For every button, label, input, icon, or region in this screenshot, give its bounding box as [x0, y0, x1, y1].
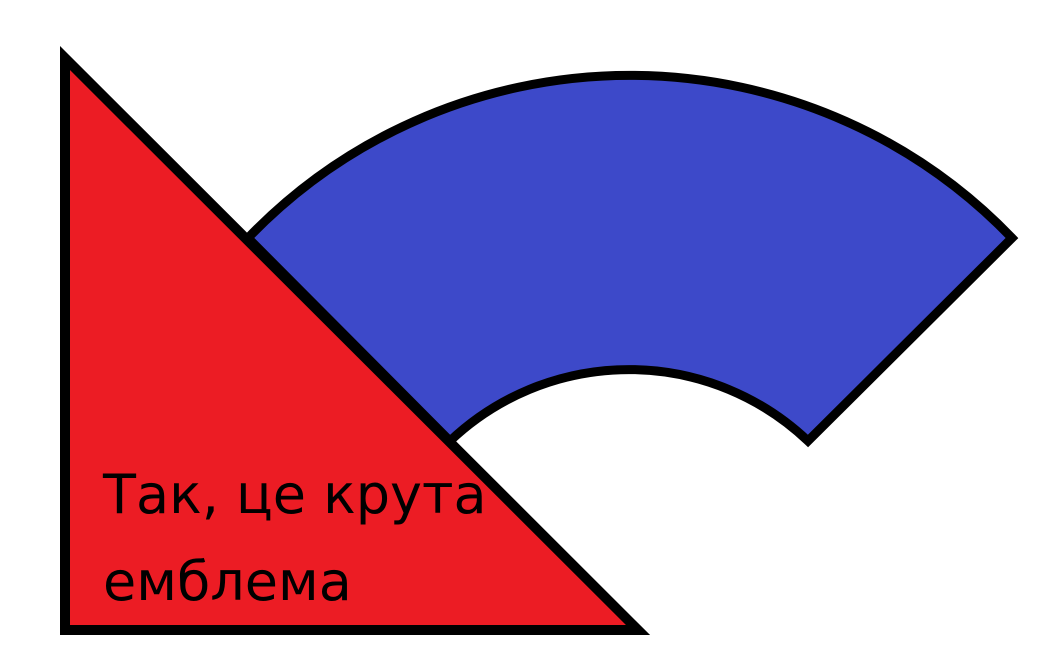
- caption-line-1: Так, це крута: [102, 463, 487, 526]
- blue-arc-band: [241, 70, 1019, 448]
- caption-line-2: емблема: [103, 550, 352, 613]
- red-triangle: [60, 45, 651, 635]
